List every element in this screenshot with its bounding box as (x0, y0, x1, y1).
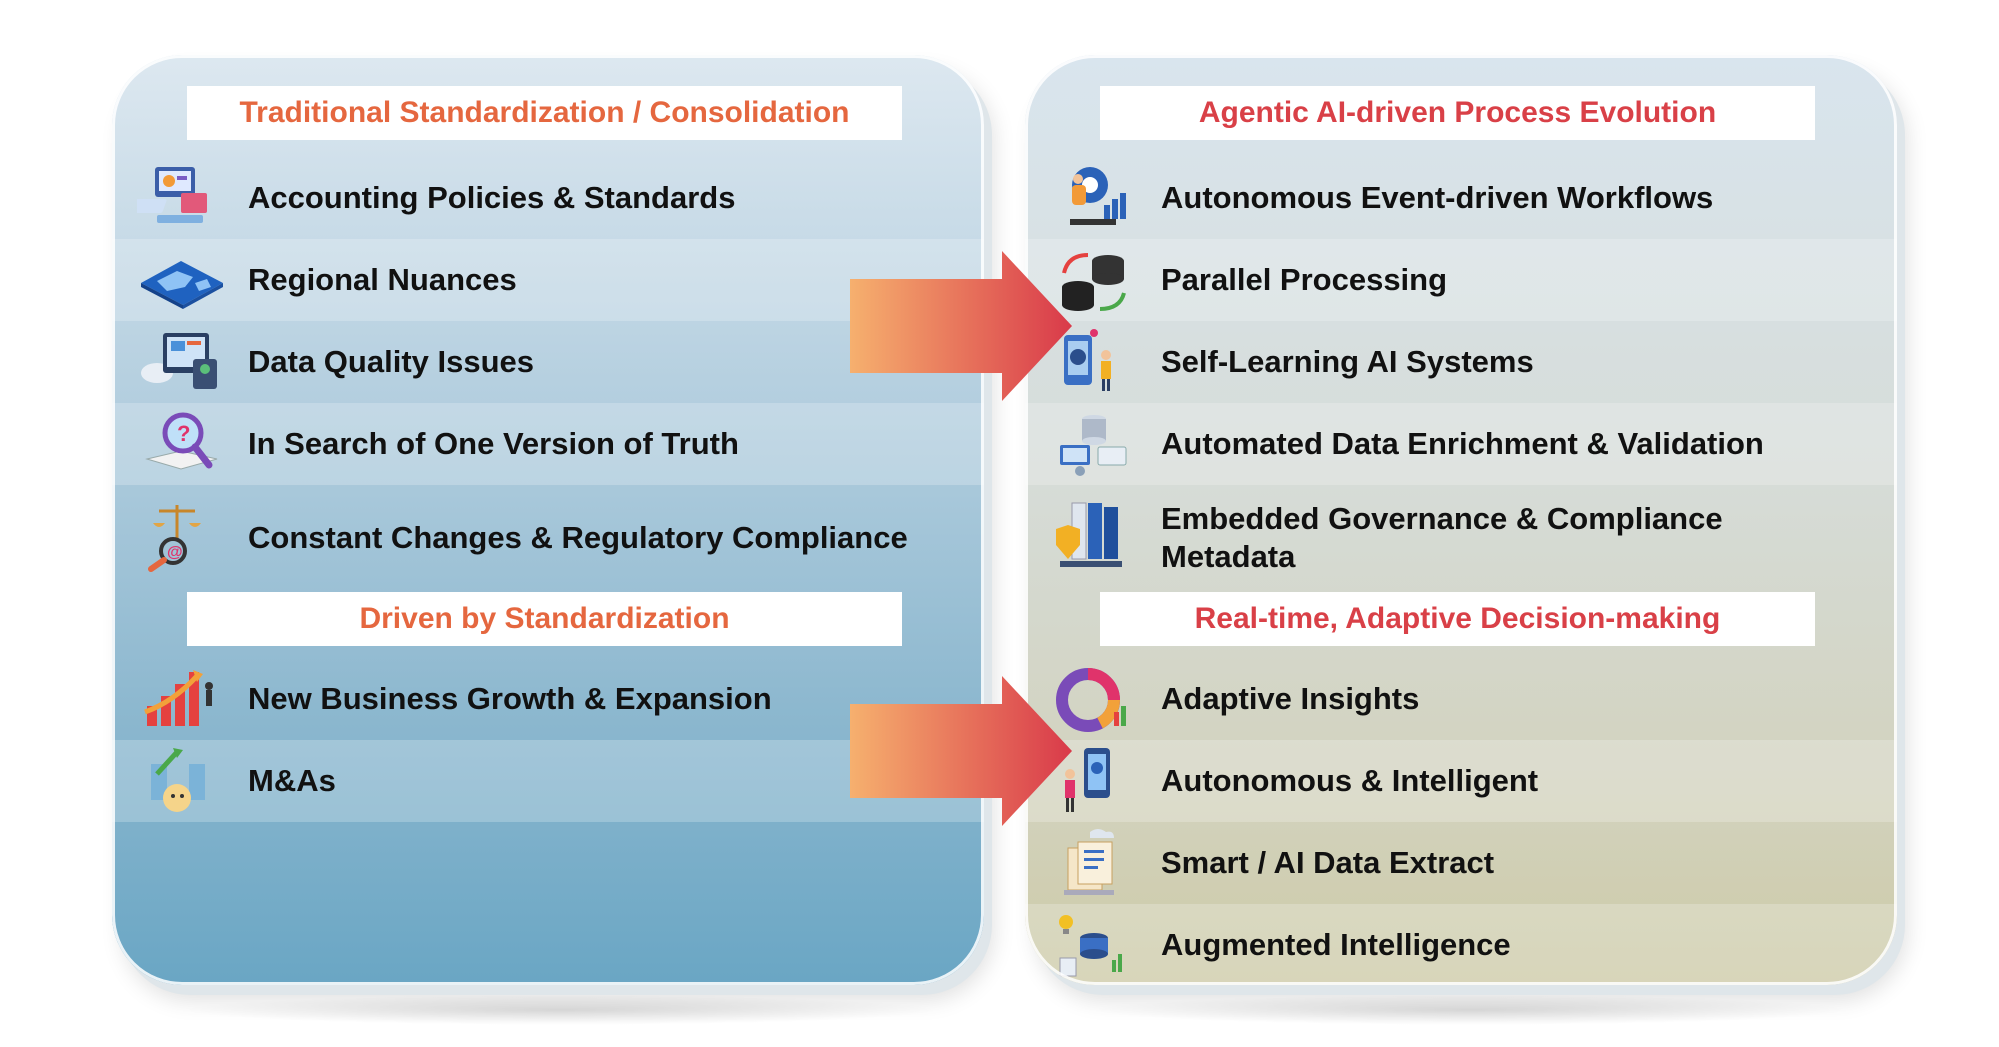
document-extract-icon (1064, 829, 1114, 895)
svg-text:?: ? (177, 421, 190, 446)
section-header-agentic-ai: Agentic AI-driven Process Evolution (1100, 86, 1815, 140)
item-label: Autonomous & Intelligent (1161, 763, 1539, 798)
list-item: Smart / AI Data Extract (1025, 822, 1897, 904)
magnifier-question-icon: ? (145, 412, 218, 470)
list-item: Adaptive Insights (1025, 658, 1897, 740)
left-panel-shadow (180, 995, 940, 1025)
svg-text:@: @ (167, 544, 183, 561)
arrow-right-icon (850, 676, 1072, 826)
list-item: Augmented Intelligence (1025, 904, 1897, 985)
item-label: Embedded Governance & Compliance Metadat… (1161, 501, 1723, 574)
item-label: Automated Data Enrichment & Validation (1161, 426, 1764, 461)
section-header-driven-by-standardization: Driven by Standardization (187, 592, 902, 646)
arrow-right-icon (850, 251, 1072, 401)
world-map-icon (141, 261, 223, 309)
scales-compliance-icon: @ (148, 505, 201, 572)
item-label: Parallel Processing (1161, 262, 1448, 297)
item-label: Data Quality Issues (248, 344, 535, 379)
list-item: Autonomous & Intelligent (1025, 740, 1897, 822)
list-item: ? In Search of One Version of Truth (112, 403, 984, 485)
item-label: New Business Growth & Expansion (248, 681, 772, 716)
ai-learning-icon (1064, 329, 1111, 391)
list-item: M&As (112, 740, 984, 822)
accounting-docs-icon (137, 167, 207, 223)
item-label: Smart / AI Data Extract (1161, 845, 1495, 880)
bulb-database-icon (1059, 915, 1122, 977)
item-label: Autonomous Event-driven Workflows (1161, 180, 1714, 215)
list-item: Parallel Processing (1025, 239, 1897, 321)
right-panel: Agentic AI-driven Process Evolution Auto… (1025, 55, 1897, 985)
list-item: Autonomous Event-driven Workflows (1025, 157, 1897, 239)
section-header-traditional: Traditional Standardization / Consolidat… (187, 86, 902, 140)
item-label: In Search of One Version of Truth (248, 426, 739, 461)
list-item: Data Quality Issues (112, 321, 984, 403)
database-sync-icon (1062, 253, 1126, 311)
data-quality-icon (141, 333, 217, 389)
mobile-analytics-icon (1065, 748, 1110, 812)
list-item: @ Constant Changes & Regulatory Complian… (112, 483, 984, 593)
right-panel-shadow (1090, 995, 1850, 1025)
list-item: Accounting Policies & Standards (112, 157, 984, 239)
item-label: M&As (248, 763, 336, 798)
donut-insight-icon (1056, 668, 1126, 732)
growth-chart-icon (144, 670, 213, 726)
list-item: Self-Learning AI Systems (1025, 321, 1897, 403)
list-item: New Business Growth & Expansion (112, 658, 984, 740)
item-label: Augmented Intelligence (1161, 927, 1511, 962)
workflow-person-icon (1070, 167, 1126, 225)
item-label: Self-Learning AI Systems (1161, 344, 1534, 379)
list-item: Regional Nuances (112, 239, 984, 321)
data-enrichment-icon (1060, 415, 1127, 476)
section-header-real-time-decision: Real-time, Adaptive Decision-making (1100, 592, 1815, 646)
list-item: Embedded Governance & Compliance Metadat… (1025, 483, 1897, 593)
governance-shield-icon (1056, 502, 1122, 567)
item-label: Regional Nuances (248, 262, 517, 297)
item-label: Accounting Policies & Standards (248, 180, 736, 215)
item-label: Adaptive Insights (1161, 681, 1420, 716)
list-item: Automated Data Enrichment & Validation (1025, 403, 1897, 485)
item-label: Constant Changes & Regulatory Compliance (248, 520, 908, 555)
left-panel: Traditional Standardization / Consolidat… (112, 55, 984, 985)
merger-handshake-icon (151, 748, 205, 812)
